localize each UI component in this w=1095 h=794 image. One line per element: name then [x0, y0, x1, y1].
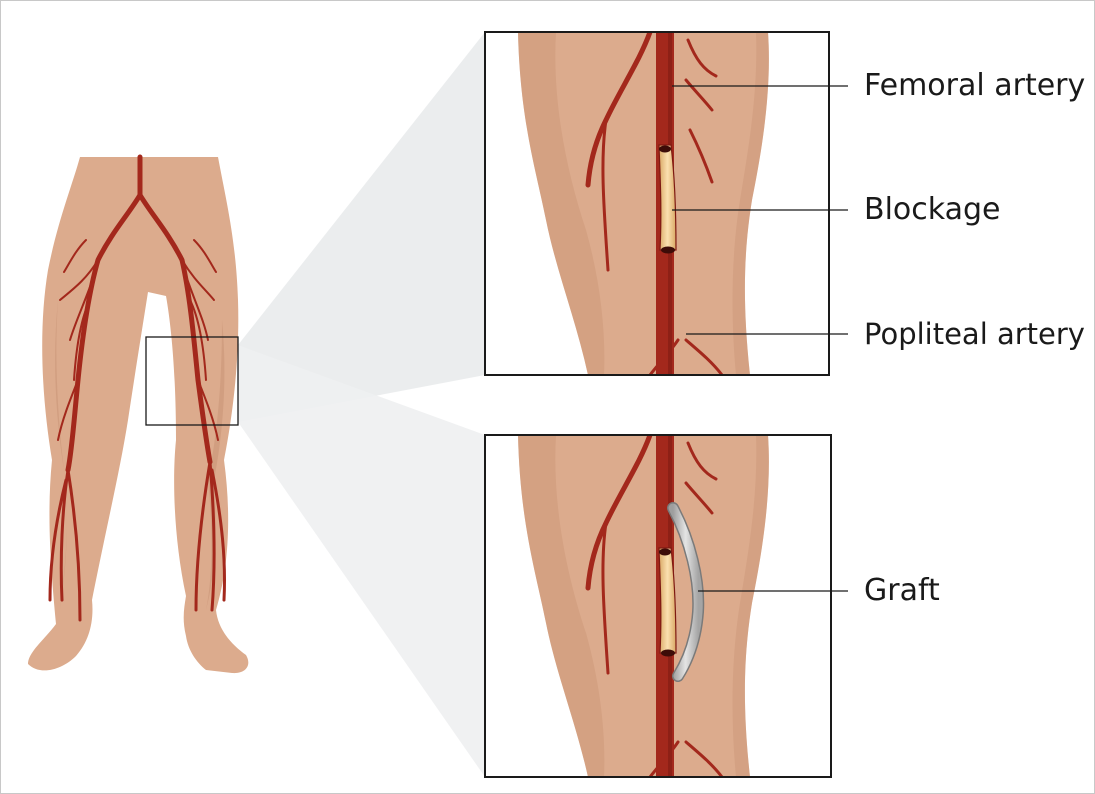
artery-blockage-icon	[485, 32, 829, 375]
zoom-wedge-bottom	[238, 345, 485, 777]
label-graft: Graft	[864, 573, 940, 609]
label-popliteal-artery: Popliteal artery	[864, 316, 1085, 352]
label-femoral-artery: Femoral artery	[864, 68, 1085, 104]
legs-illustration-icon	[28, 157, 248, 673]
bypass-graft-icon	[485, 435, 831, 777]
label-blockage: Blockage	[864, 192, 1001, 228]
